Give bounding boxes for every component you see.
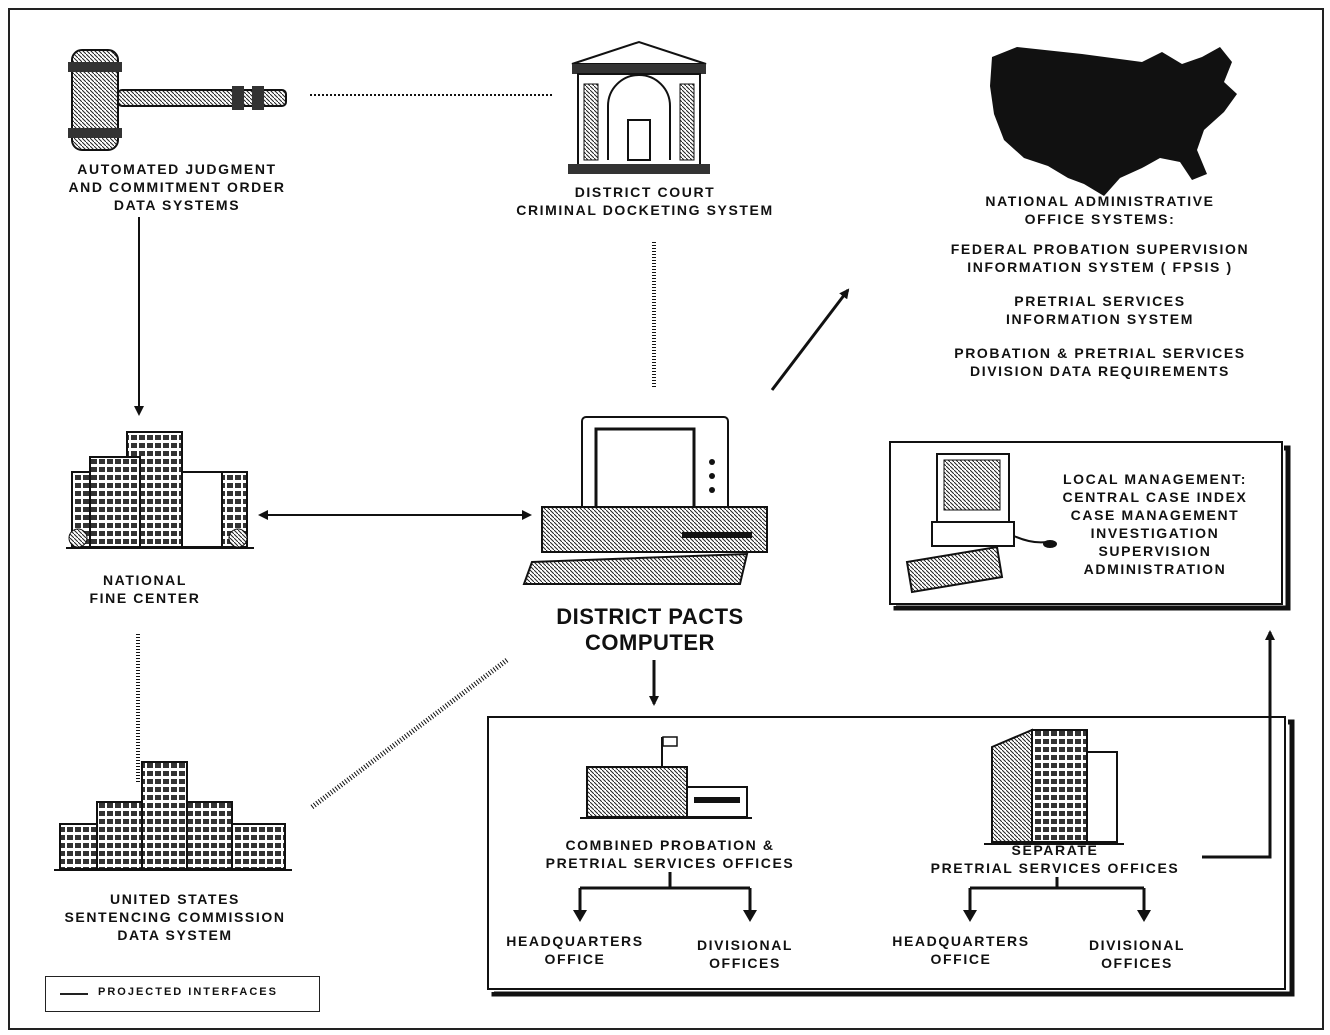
sentencing-to-pacts-interface bbox=[310, 658, 509, 809]
legend-label: PROJECTED INTERFACES bbox=[98, 986, 278, 998]
combined-offices-label: COMBINED PROBATION &PRETRIAL SERVICES OF… bbox=[545, 837, 795, 871]
pacts-to-national-arrow bbox=[770, 288, 850, 391]
diagram-canvas bbox=[54, 40, 1295, 997]
commission-building-icon bbox=[54, 761, 292, 871]
legend-line bbox=[60, 993, 88, 995]
separate-branch bbox=[963, 877, 1151, 922]
desktop-computer-icon bbox=[522, 416, 768, 585]
courthouse-icon bbox=[568, 40, 710, 174]
flag-building-icon bbox=[580, 736, 752, 819]
office-building-icon bbox=[66, 431, 254, 549]
separate-to-local-arrow bbox=[1202, 630, 1275, 859]
us-map-icon bbox=[990, 47, 1237, 196]
legend: PROJECTED INTERFACES bbox=[45, 976, 320, 1012]
gavel-icon bbox=[68, 49, 287, 151]
offices-panel bbox=[487, 716, 1286, 990]
combined-branch bbox=[573, 872, 757, 922]
workstation-icon bbox=[905, 453, 1057, 594]
multistory-building-icon bbox=[984, 728, 1124, 845]
